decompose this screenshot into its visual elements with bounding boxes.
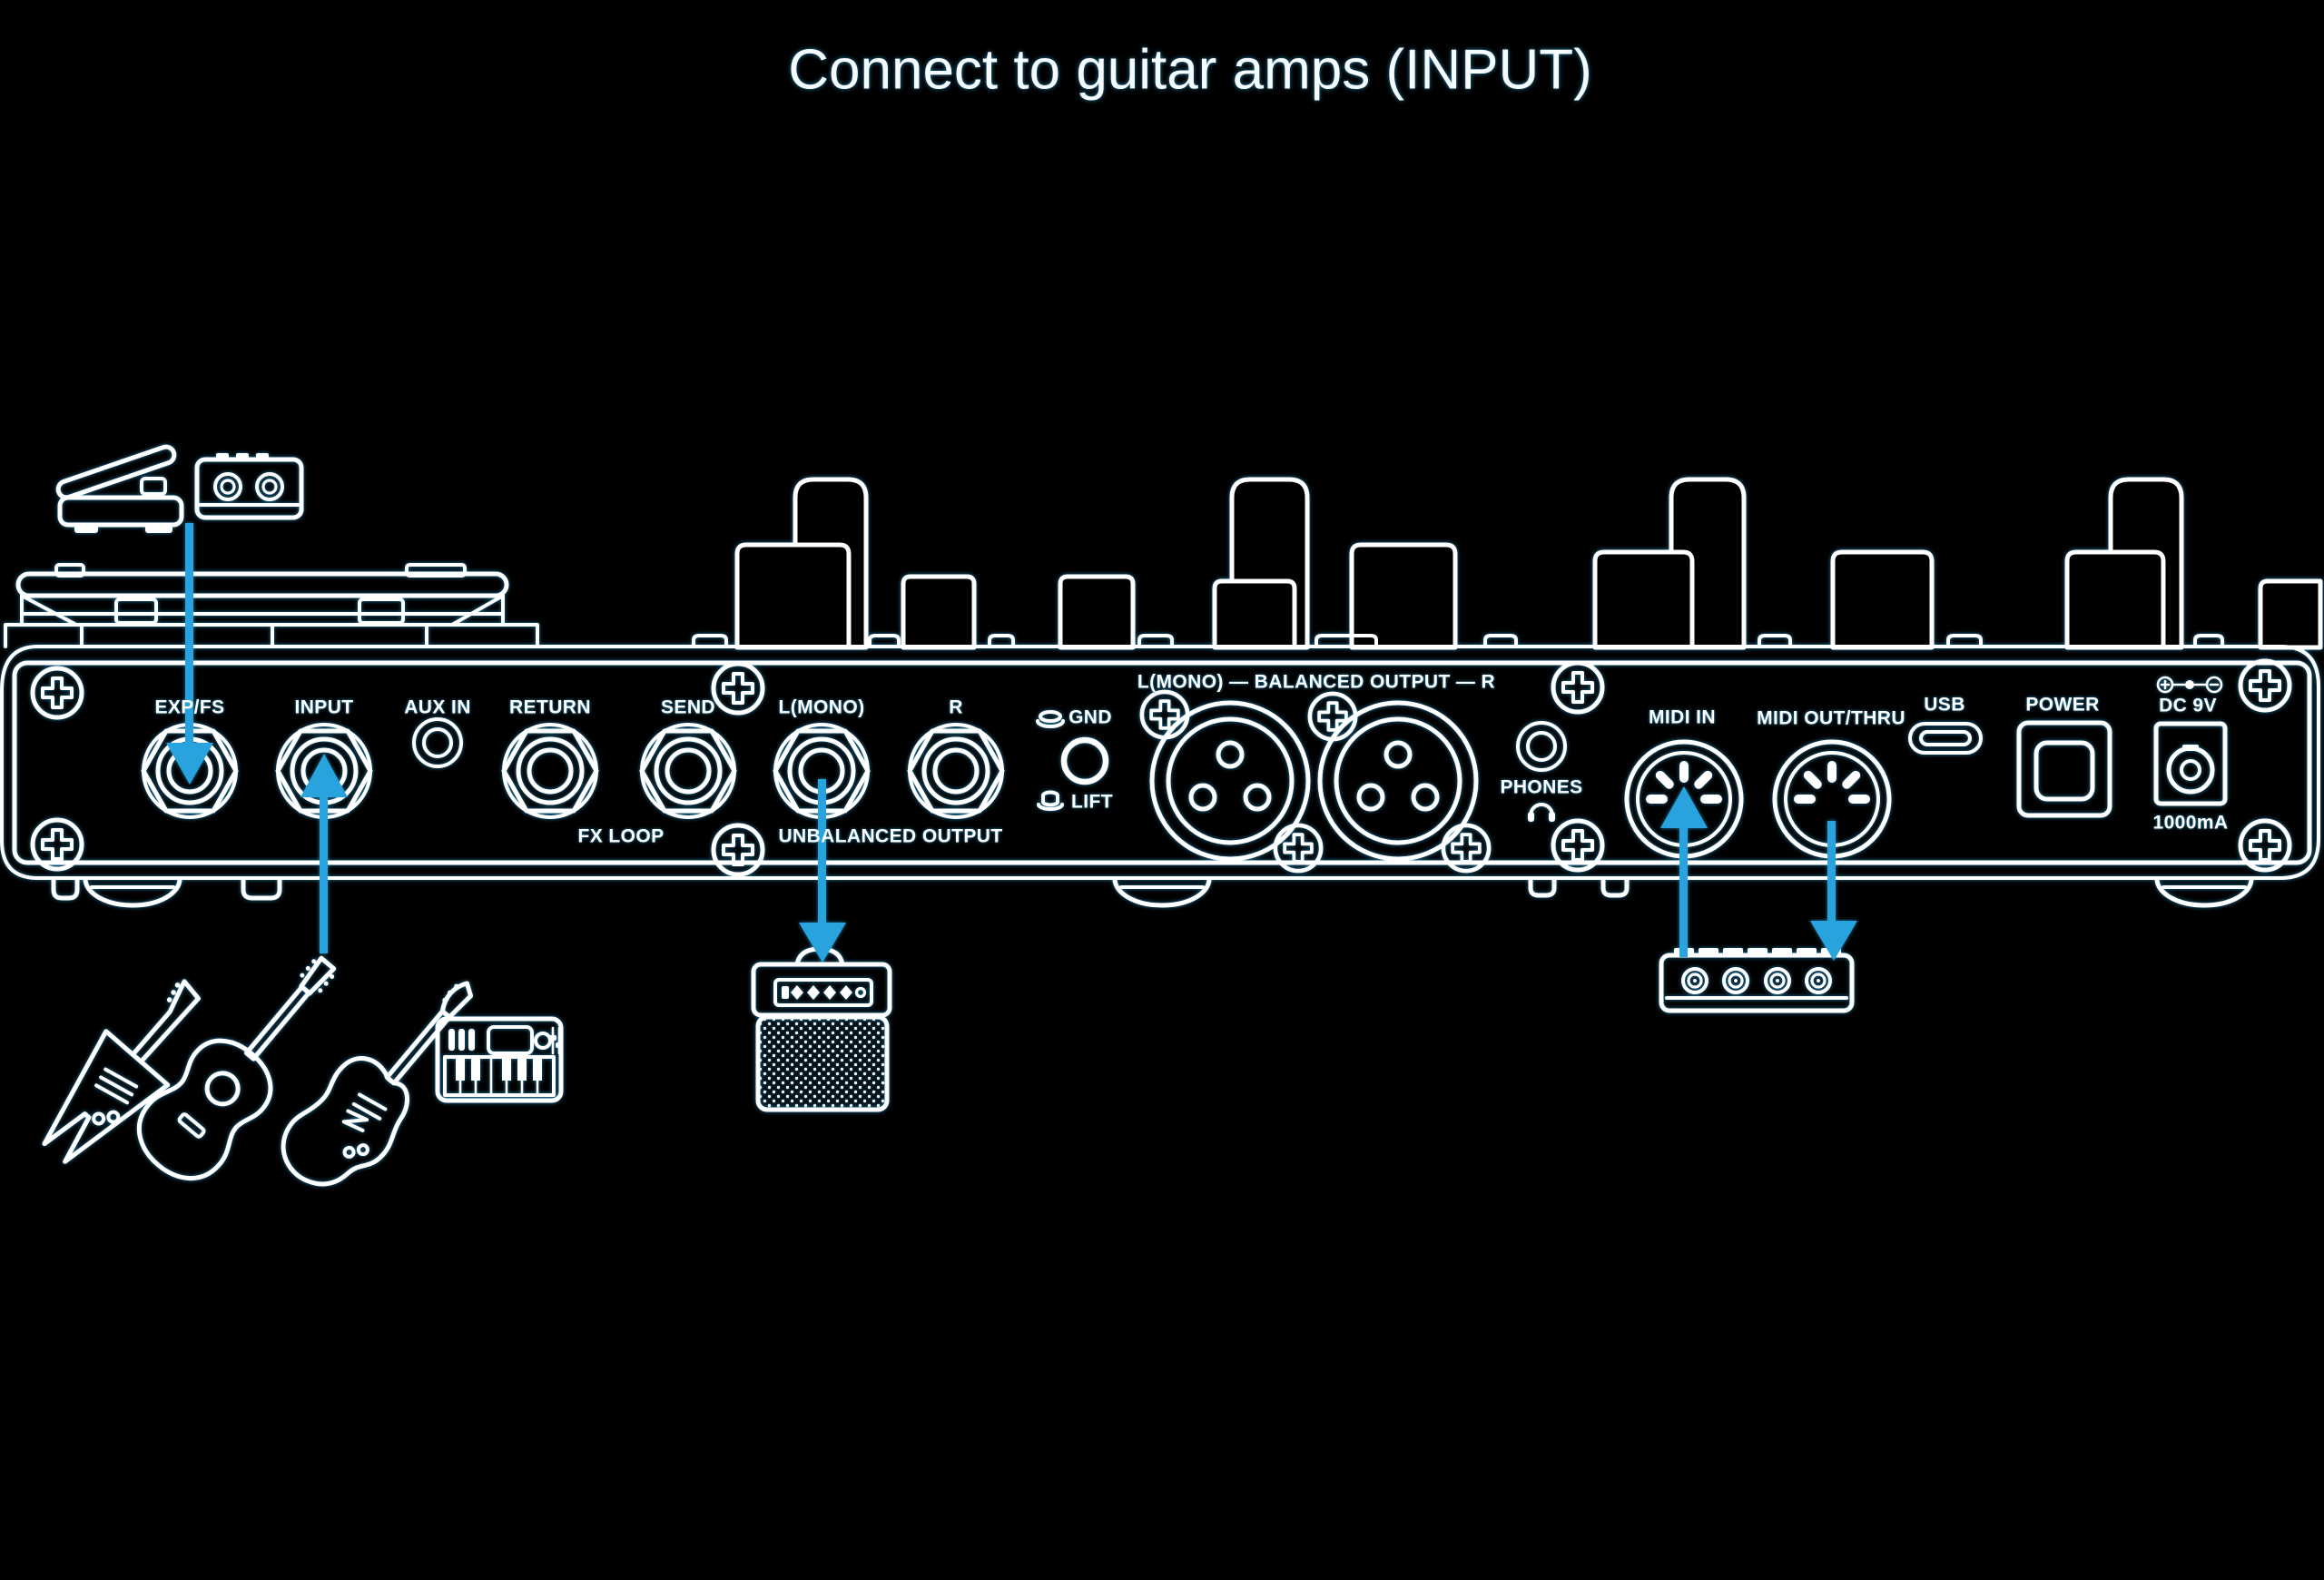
balanced-l-xlr <box>1152 703 1308 859</box>
ground-lift-switch <box>1036 710 1109 811</box>
keyboard-icon <box>435 1016 564 1103</box>
arrow-input <box>300 754 348 953</box>
unbalanced-r-jack <box>910 725 1002 817</box>
gnd-pressed-icon <box>1036 710 1065 728</box>
page-title: Connect to guitar amps (INPUT) <box>788 38 1592 102</box>
footswitch-icon <box>194 453 304 520</box>
aux-in-jack <box>412 717 463 768</box>
rear-panel <box>0 645 2320 880</box>
midi-controller-icon <box>1659 948 1855 1013</box>
label-usb: USB <box>1924 694 1965 716</box>
label-unbalanced-output: UNBALANCED OUTPUT <box>778 825 1003 847</box>
return-jack <box>504 725 596 817</box>
label-midi-in: MIDI IN <box>1649 706 1716 728</box>
label-r: R <box>949 696 963 718</box>
label-phones: PHONES <box>1500 776 1583 798</box>
label-balanced-output: L(MONO) — BALANCED OUTPUT — R <box>1137 671 1496 693</box>
arrow-midi-out-thru <box>1810 821 1857 961</box>
label-l-mono: L(MONO) <box>778 696 865 718</box>
connection-arrows <box>166 523 1857 963</box>
label-dc-9v: DC 9V <box>2159 695 2217 716</box>
label-fx-loop: FX LOOP <box>577 825 665 847</box>
label-lift: LIFT <box>1071 791 1113 813</box>
arrow-midi-in <box>1660 786 1708 957</box>
label-exp-fs: EXP/FS <box>154 696 225 718</box>
screw-icon <box>1142 692 1187 737</box>
usb-port <box>1908 722 1983 755</box>
dc-jack <box>2153 721 2228 806</box>
screw-icon <box>714 825 763 874</box>
dc-polarity-icon <box>2156 676 2223 694</box>
label-return: RETURN <box>509 696 591 718</box>
label-midi-out-thru: MIDI OUT/THRU <box>1757 707 1905 729</box>
panel-feet <box>51 876 2251 905</box>
arrow-unbalanced-l-to-amp <box>799 779 846 963</box>
electric-guitar-icon <box>281 981 474 1187</box>
acoustic-guitar-icon <box>136 955 337 1181</box>
send-jack <box>642 725 734 817</box>
label-dc-current: 1000mA <box>2152 812 2229 834</box>
label-input: INPUT <box>294 696 354 718</box>
label-power: POWER <box>2025 694 2100 716</box>
device-top-profile <box>4 563 539 648</box>
screw-icon <box>1310 694 1355 739</box>
arrow-exp-fs <box>166 523 213 785</box>
lift-raised-icon <box>1037 790 1064 811</box>
screw-icon <box>1553 663 1602 712</box>
phones-jack <box>1516 721 1567 772</box>
label-send: SEND <box>661 696 715 718</box>
screw-icon <box>2240 661 2290 710</box>
label-aux-in: AUX IN <box>404 696 471 718</box>
rear-knobs-silhouette <box>692 477 2323 650</box>
headphones-icon <box>1528 803 1555 822</box>
expression-pedal-icon <box>55 444 184 533</box>
label-gnd: GND <box>1068 706 1112 728</box>
balanced-r-xlr <box>1320 703 1476 859</box>
guitar-amp-icon <box>751 946 892 1112</box>
screw-icon <box>33 668 82 717</box>
flying-v-guitar-icon <box>42 979 202 1164</box>
power-button <box>2016 720 2112 818</box>
screw-icon <box>714 664 763 713</box>
